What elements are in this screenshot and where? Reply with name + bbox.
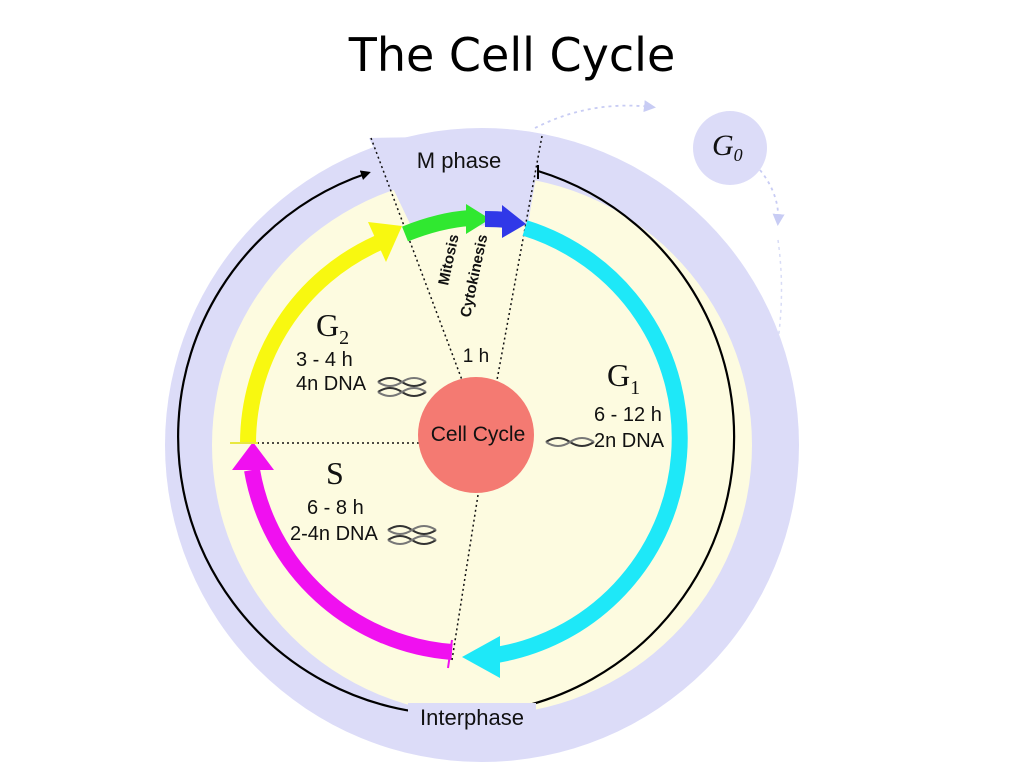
s-title: S <box>326 455 344 491</box>
center-circle <box>418 377 534 493</box>
interphase-label-bg <box>408 703 536 731</box>
m-phase-label: M phase <box>417 148 501 173</box>
dna-helix-icon <box>387 525 437 545</box>
g1-title: G1 <box>607 357 640 399</box>
g2-arrowhead <box>368 222 402 262</box>
s-arrowhead <box>232 442 274 470</box>
divider-mitosis-left <box>370 137 463 381</box>
g2-arc <box>240 235 382 444</box>
center-label: Cell Cycle <box>431 423 526 446</box>
g0-label: G0 <box>712 129 743 165</box>
g1-arc <box>488 220 688 664</box>
cytokinesis-arrowhead <box>502 205 526 238</box>
divider-mitosis-right <box>496 135 543 381</box>
g0-arrow-in <box>759 169 785 226</box>
dna-helix-icon <box>377 377 427 397</box>
dna-helix-icon <box>545 437 595 447</box>
g1-duration: 6 - 12 h <box>594 404 662 426</box>
m-duration-label: 1 h <box>463 346 489 367</box>
g2-duration: 3 - 4 h <box>296 349 353 371</box>
s-duration: 6 - 8 h <box>307 497 364 519</box>
g0-circle <box>693 111 767 185</box>
s-g1-tick <box>447 639 453 669</box>
slide-title: The Cell Cycle <box>348 28 676 82</box>
g1-arrowhead <box>462 636 500 678</box>
g2-dna: 4n DNA <box>296 373 367 395</box>
g1-dna: 2n DNA <box>594 430 665 452</box>
mitosis-arrowhead <box>466 204 490 234</box>
g0-arrow-return <box>777 239 783 341</box>
s-dna: 2-4n DNA <box>290 523 378 545</box>
m-phase-sector <box>369 135 543 228</box>
mitosis-arc <box>402 210 471 242</box>
interphase-label: Interphase <box>420 705 524 730</box>
g2-title: G2 <box>316 307 349 349</box>
s-arc <box>244 468 453 660</box>
g0-arrow-out <box>534 100 656 129</box>
